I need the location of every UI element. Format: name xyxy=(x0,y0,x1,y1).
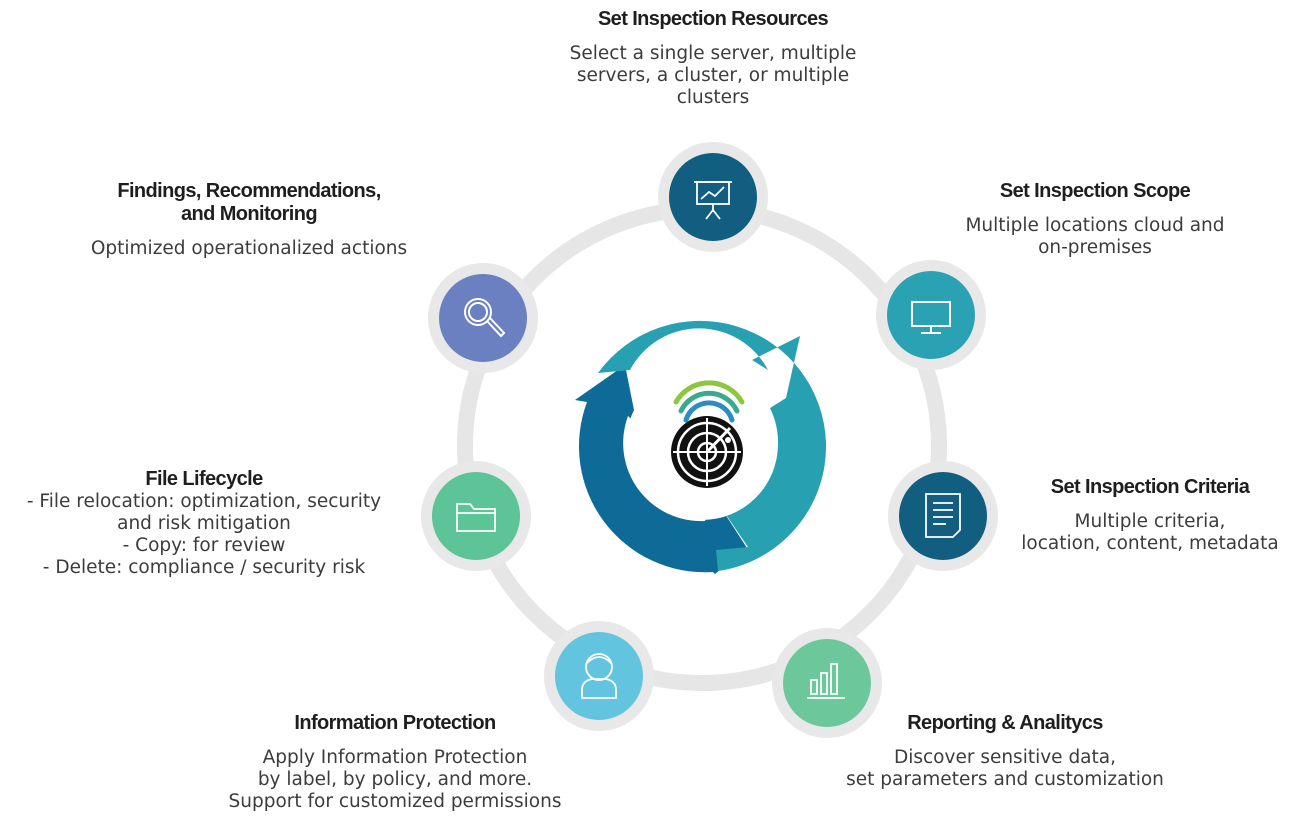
cycle-arrow-light xyxy=(598,320,827,571)
protection-desc-line: Support for customized permissions xyxy=(228,791,562,812)
reporting-desc-line: Discover sensitive data, xyxy=(893,747,1116,768)
resources-desc-line: servers, a cluster, or multiple xyxy=(576,65,850,86)
findings-title-line: and Monitoring xyxy=(180,203,318,225)
reporting-desc-line: set parameters and customization xyxy=(846,769,1164,790)
resources-title: Set Inspection Resources xyxy=(597,8,829,30)
user-icon xyxy=(581,653,617,699)
document-icon xyxy=(925,493,961,538)
radar-arc-inner xyxy=(683,400,735,423)
findings-desc-line: Optimized operationalized actions xyxy=(90,238,408,259)
bar-chart-icon xyxy=(807,663,845,699)
label-lifecycle: File Lifecycle - File relocation: optimi… xyxy=(4,468,404,579)
label-scope: Set Inspection Scope Multiple locations … xyxy=(935,180,1255,259)
node-findings xyxy=(428,263,538,373)
criteria-desc-line: location, content, metadata xyxy=(1021,533,1279,554)
findings-title-line: Findings, Recommendations, xyxy=(117,180,381,202)
magnifier-icon xyxy=(464,298,506,338)
findings-title: Findings, Recommendations, and Monitorin… xyxy=(64,180,434,226)
cycle-arrow-dark xyxy=(575,365,747,574)
protection-desc-line: Apply Information Protection xyxy=(262,747,528,768)
label-reporting: Reporting & Analitycs Discover sensitive… xyxy=(820,712,1190,791)
monitor-icon xyxy=(911,301,951,334)
findings-desc: Optimized operationalized actions xyxy=(64,238,434,260)
scope-desc-line: Multiple locations cloud and xyxy=(965,215,1225,236)
protection-desc: Apply Information Protection by label, b… xyxy=(215,747,575,813)
label-resources: Set Inspection Resources Select a single… xyxy=(543,8,883,109)
criteria-title: Set Inspection Criteria xyxy=(1050,476,1250,498)
protection-desc-line: by label, by policy, and more. xyxy=(257,769,533,790)
presentation-chart-icon xyxy=(694,181,732,220)
criteria-desc: Multiple criteria, location, content, me… xyxy=(1005,511,1295,555)
lifecycle-desc: - File relocation: optimization, securit… xyxy=(4,491,404,579)
protection-title: Information Protection xyxy=(294,712,496,734)
radar-arc-outer xyxy=(673,380,745,405)
radar-icon xyxy=(671,380,745,488)
label-criteria: Set Inspection Criteria Multiple criteri… xyxy=(1005,476,1295,555)
resources-desc: Select a single server, multiple servers… xyxy=(543,43,883,109)
scope-desc: Multiple locations cloud and on-premises xyxy=(935,215,1255,259)
lifecycle-desc-line: - File relocation: optimization, securit… xyxy=(26,491,382,512)
resources-desc-line: clusters xyxy=(676,87,750,108)
scope-title: Set Inspection Scope xyxy=(999,180,1191,202)
resources-desc-line: Select a single server, multiple xyxy=(569,43,857,64)
node-resources xyxy=(658,142,768,252)
label-protection: Information Protection Apply Information… xyxy=(215,712,575,813)
reporting-title: Reporting & Analitycs xyxy=(907,712,1103,734)
reporting-desc: Discover sensitive data, set parameters … xyxy=(820,747,1190,791)
criteria-desc-line: Multiple criteria, xyxy=(1074,511,1226,532)
lifecycle-title: File Lifecycle xyxy=(145,468,263,490)
lifecycle-desc-line: and risk mitigation xyxy=(117,513,291,534)
folder-icon xyxy=(456,503,496,532)
lifecycle-desc-line: - Copy: for review xyxy=(122,535,286,556)
node-scope xyxy=(876,260,986,370)
node-lifecycle xyxy=(421,461,531,571)
node-criteria xyxy=(888,461,998,571)
node-reporting xyxy=(772,628,882,738)
label-findings: Findings, Recommendations, and Monitorin… xyxy=(64,180,434,260)
radar-arc-middle xyxy=(678,390,740,414)
lifecycle-desc-line: - Delete: compliance / security risk xyxy=(42,557,366,578)
scope-desc-line: on-premises xyxy=(1038,237,1152,258)
node-protection xyxy=(544,621,654,731)
